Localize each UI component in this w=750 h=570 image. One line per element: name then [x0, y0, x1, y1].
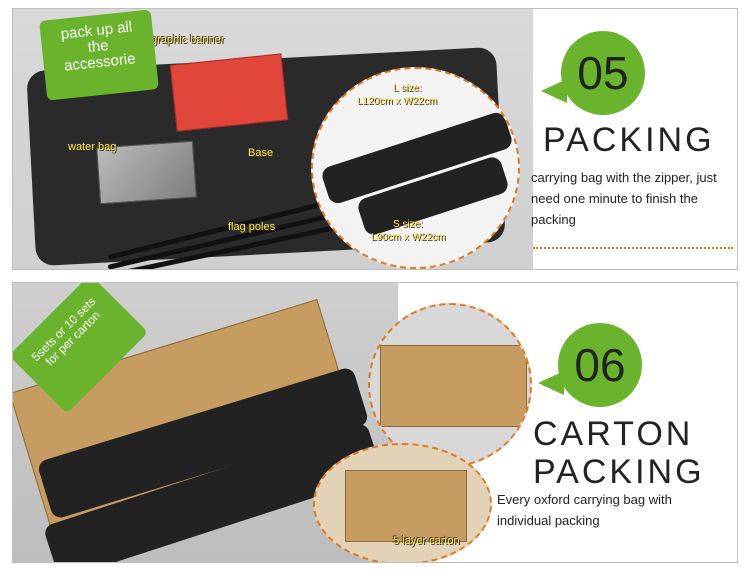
step-06-badge: 06 — [558, 323, 642, 407]
carton-inset — [368, 303, 532, 467]
carton-title-line2: PACKING — [533, 453, 705, 491]
carton-title-line1: CARTON — [533, 415, 694, 453]
flag-poles-label: flag poles — [228, 221, 276, 233]
step-05-number: 05 — [577, 47, 629, 99]
pack-up-callout-text: pack up all the accessorie — [59, 18, 137, 75]
step-06-number: 06 — [574, 339, 626, 391]
step-05-badge-tail — [541, 79, 567, 103]
graphic-banner-label: graphic banner — [151, 34, 225, 46]
size-l-dims: L120cm x W22cm — [357, 96, 438, 107]
packing-description: carrying bag with the zipper, just need … — [531, 170, 717, 227]
carton-description: Every oxford carrying bag with individua… — [497, 492, 672, 528]
carton-panel: 5sets or 10 sets for per carton 5 layer … — [12, 282, 738, 563]
size-s-title: S size: — [393, 219, 424, 230]
packing-title: PACKING — [543, 121, 715, 159]
pack-up-callout: pack up all the accessorie — [39, 9, 159, 101]
water-bag-label: water bag — [68, 141, 117, 153]
corrugated-layers — [345, 470, 467, 542]
step-06-badge-tail — [538, 371, 564, 395]
bag-sizes-inset: L size: L120cm x W22cm S size: L90cm x W… — [311, 67, 520, 269]
base-label: Base — [248, 147, 274, 159]
size-l-title: L size: — [393, 83, 422, 94]
carton-layer-inset: 5 layer carton — [313, 443, 492, 562]
graphic-banner-fabric — [169, 53, 289, 132]
packing-panel: graphic banner water bag Base flag poles… — [12, 8, 738, 270]
sealed-carton — [380, 345, 527, 427]
step-05-badge: 05 — [561, 31, 645, 115]
packing-photo: graphic banner water bag Base flag poles… — [13, 9, 533, 269]
dotted-separator — [533, 247, 733, 249]
five-layer-carton-label: 5 layer carton — [393, 535, 460, 547]
size-s-dims: L90cm x W22cm — [371, 232, 446, 243]
